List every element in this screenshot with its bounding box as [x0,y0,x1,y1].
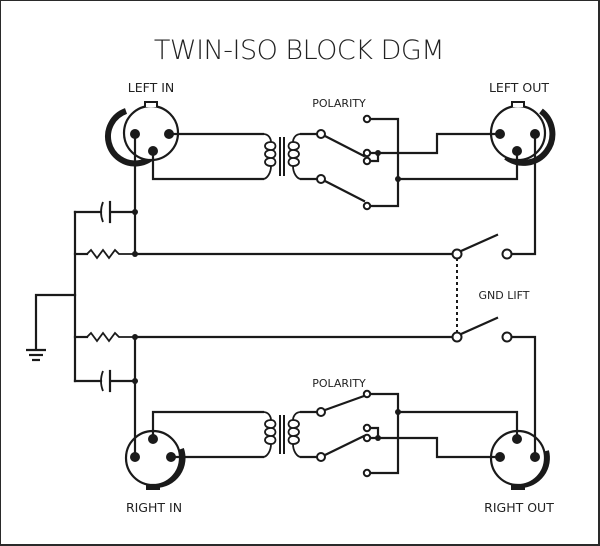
polarity-switch-bottom[interactable] [316,389,401,478]
label-left-out: LEFT OUT [489,80,549,95]
earth-ground-icon [26,348,46,362]
label-polarity-top: POLARITY [312,97,366,110]
gnd-lift-switch[interactable] [451,233,513,343]
label-right-in: RIGHT IN [126,500,182,515]
label-left-in: LEFT IN [128,80,174,95]
xlr-left-out-icon [489,101,556,166]
label-right-out: RIGHT OUT [484,500,554,515]
right-channel-wiring [133,335,537,475]
transformer-bottom-icon [262,411,302,458]
xlr-right-out-icon [489,429,550,490]
xlr-left-in-icon [105,101,180,167]
diagram-title: TWIN-ISO BLOCK DGM [154,35,444,66]
rc-network [34,200,138,393]
transformer-top-icon [262,133,302,180]
label-gnd-lift: GND LIFT [479,289,530,302]
label-polarity-bottom: POLARITY [312,377,366,390]
polarity-switch-top[interactable] [316,114,401,211]
